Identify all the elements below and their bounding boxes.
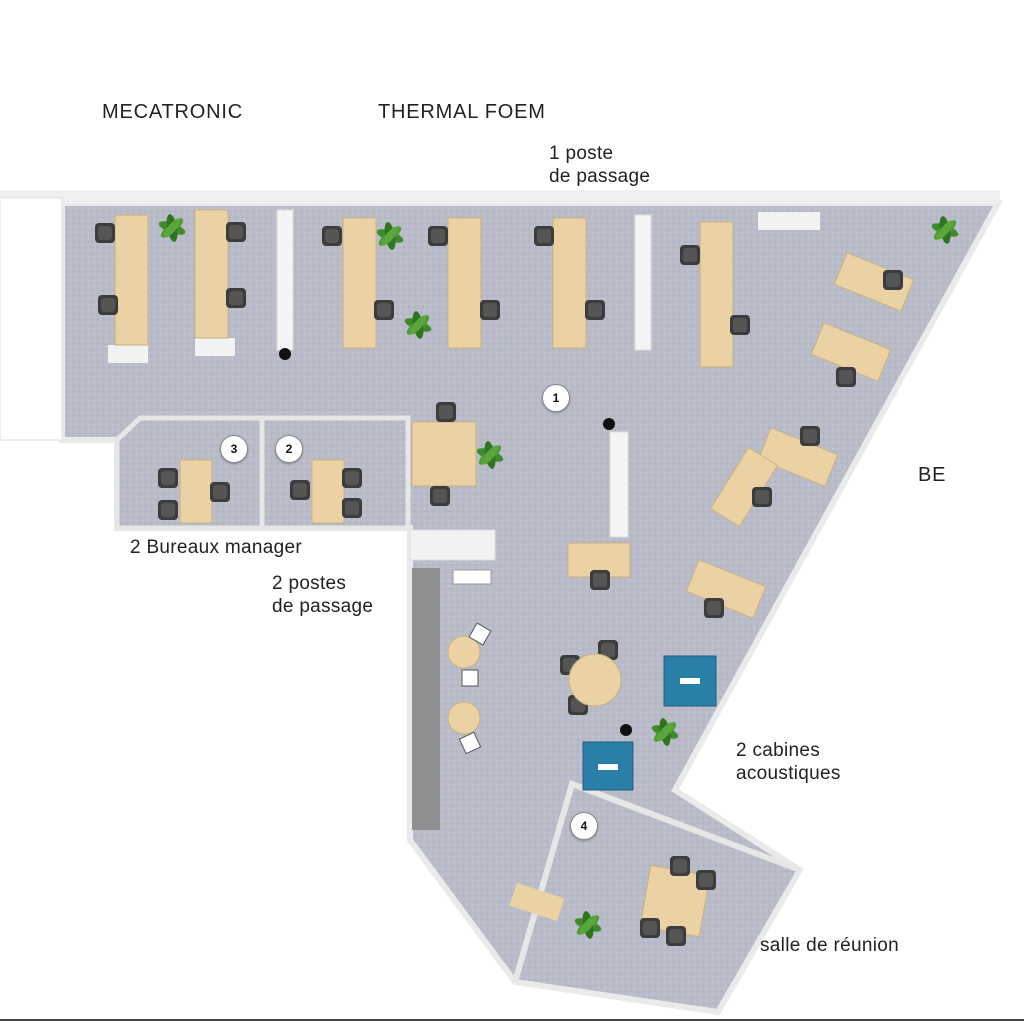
marker-1: 1 xyxy=(542,384,570,412)
acoustic-cabins xyxy=(582,655,717,791)
round-tables xyxy=(447,622,622,755)
kitchen-counter xyxy=(409,529,496,561)
kitchen-bench xyxy=(412,568,440,830)
label-cabines-acoustiques: 2 cabines acoustiques xyxy=(736,740,841,784)
wall-left xyxy=(0,197,63,441)
pillars xyxy=(279,348,632,736)
partition-1 xyxy=(276,209,294,351)
label-salle-reunion: salle de réunion xyxy=(760,935,899,956)
meeting-room xyxy=(509,780,802,983)
label-bureaux-manager: 2 Bureaux manager xyxy=(130,537,302,558)
marker-3: 3 xyxy=(220,435,248,463)
marker-2: 2 xyxy=(275,435,303,463)
zone-label-be: BE xyxy=(918,464,947,486)
partition-2 xyxy=(634,214,652,351)
zone-label-thermal: THERMAL FOEM xyxy=(378,101,546,123)
floor-area xyxy=(59,200,1004,1016)
sink xyxy=(452,569,492,585)
zone-label-mecatronic: MECATRONIC xyxy=(102,101,243,123)
planter-1 xyxy=(108,345,148,363)
label-postes-passage: 2 postes de passage xyxy=(272,573,374,617)
desk-cluster-be xyxy=(685,252,915,619)
reception-wall xyxy=(609,431,629,538)
label-poste-passage: 1 poste de passage xyxy=(549,143,651,187)
planter-2 xyxy=(195,338,235,356)
wall-top xyxy=(0,190,1000,204)
desk-cluster-top xyxy=(114,209,734,938)
marker-4: 4 xyxy=(570,812,598,840)
cabinet-top-right xyxy=(758,212,820,230)
